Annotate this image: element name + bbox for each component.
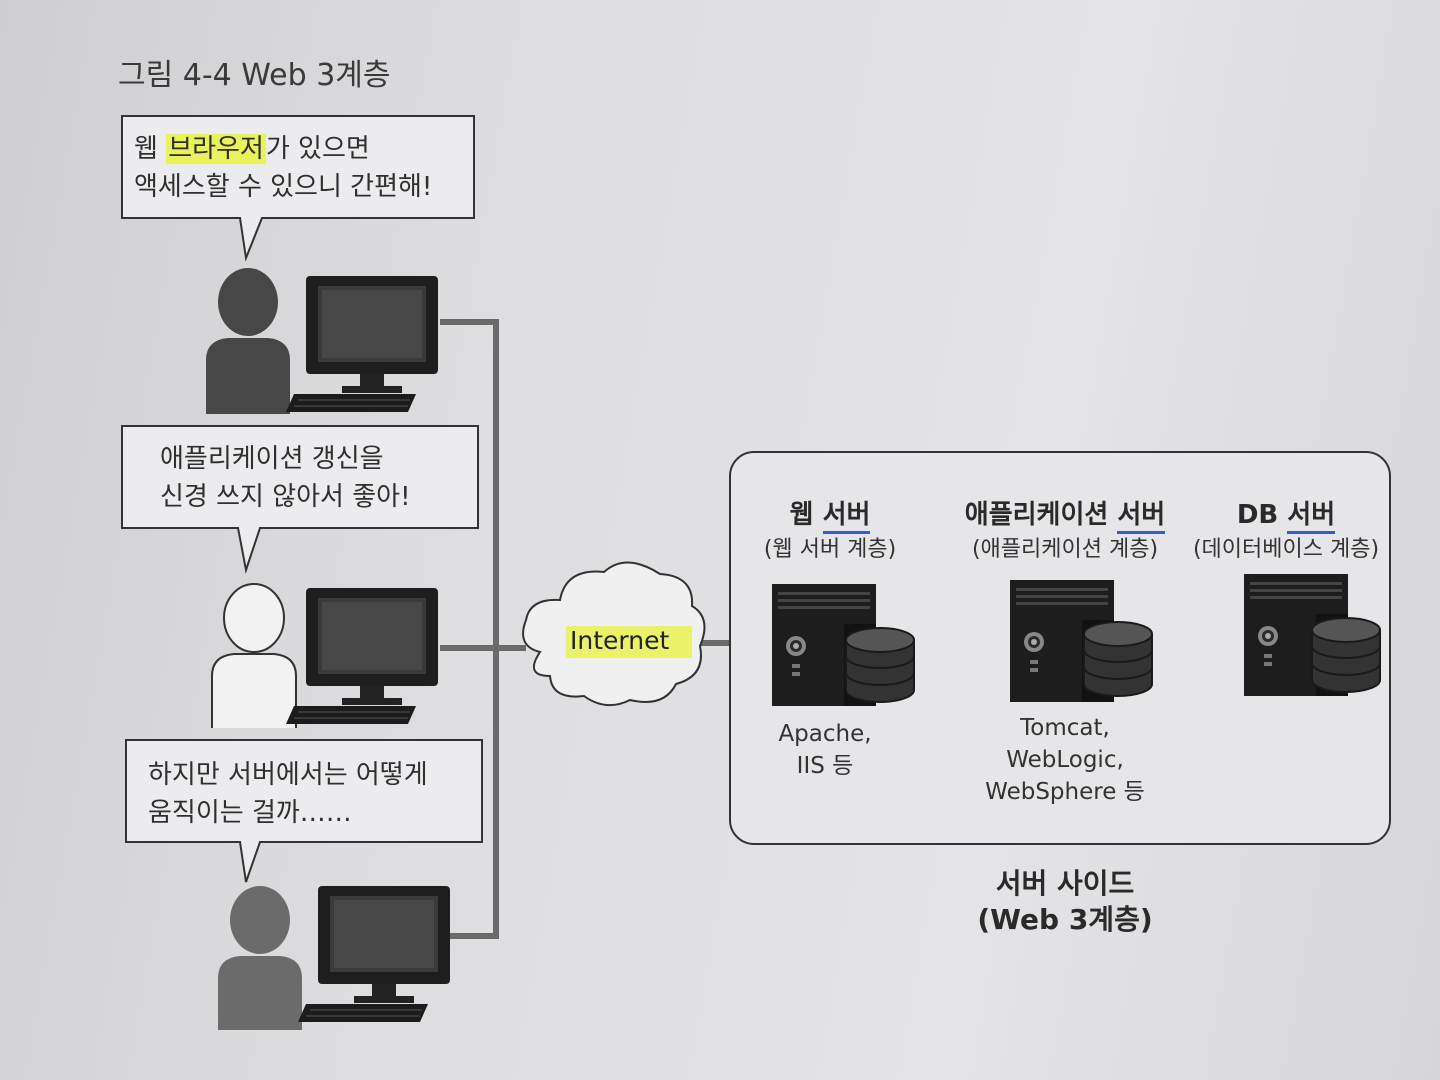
figure-caption: 그림 4-4 Web 3계층 — [118, 58, 391, 93]
bubble-3-line-2: 움직이는 걸까…… — [148, 798, 352, 828]
web-server-subtitle: (웹 서버 계층) — [763, 537, 897, 562]
user-3-icon — [218, 886, 302, 1030]
internet-label: Internet — [570, 626, 670, 655]
computer-3-icon — [297, 885, 451, 1023]
web-server-note-1: Apache, — [778, 721, 872, 747]
web-server-title: 웹 서버 — [740, 494, 920, 534]
bubble-1-line-1: 웹 브라우저가 있으면 — [134, 130, 432, 168]
web-server-title-b: 서버 — [822, 500, 871, 534]
application-server-title-b: 서버 — [1117, 500, 1166, 534]
application-server-note-1: Tomcat, — [1020, 715, 1110, 741]
db-server-title: DB 서버 — [1186, 494, 1386, 534]
web-server-note: Apache, IIS 등 — [750, 718, 900, 782]
computer-1-icon — [285, 275, 439, 413]
internet-cloud-icon — [522, 561, 706, 707]
db-server-header: DB 서버 (데이터베이스 계층) — [1186, 494, 1386, 563]
bubble-1-suffix: 가 있으면 — [265, 134, 370, 164]
application-server-note: Tomcat, WebLogic, WebSphere 등 — [960, 712, 1170, 808]
user-2-icon — [211, 583, 297, 728]
bubble-2-text: 애플리케이션 갱신을 신경 쓰지 않아서 좋아! — [160, 440, 411, 516]
bubble-3-text: 하지만 서버에서는 어떻게 움직이는 걸까…… — [148, 756, 428, 832]
web-server-header: 웹 서버 (웹 서버 계층) — [740, 494, 920, 563]
bubble-1-text: 웹 브라우저가 있으면 액세스할 수 있으니 간편해! — [134, 130, 432, 206]
server-side-line-1: 서버 사이드 — [995, 867, 1135, 900]
bubble-1-highlight: 브라우저 — [166, 134, 266, 164]
application-server-title-a: 애플리케이션 — [964, 500, 1118, 530]
speech-bubble-3 — [125, 739, 483, 883]
server-side-label: 서버 사이드 (Web 3계층) — [960, 866, 1170, 938]
user-1-icon — [206, 268, 290, 414]
application-server-header: 애플리케이션 서버 (애플리케이션 계층) — [950, 494, 1180, 563]
bubble-2-line-2: 신경 쓰지 않아서 좋아! — [160, 482, 411, 512]
application-server-note-3: WebSphere 등 — [985, 779, 1145, 805]
server-side-line-2: (Web 3계층) — [977, 903, 1153, 936]
application-server-note-2: WebLogic, — [1006, 747, 1124, 773]
db-server-title-a: DB — [1236, 500, 1288, 530]
web-server-title-a: 웹 — [789, 500, 823, 530]
bubble-2-line-1: 애플리케이션 갱신을 — [160, 444, 384, 474]
speech-bubble-2 — [121, 425, 479, 574]
application-server-subtitle: (애플리케이션 계층) — [971, 537, 1159, 562]
db-server-subtitle: (데이터베이스 계층) — [1192, 537, 1380, 562]
bubble-1-prefix: 웹 — [134, 134, 167, 164]
bubble-1-line-2: 액세스할 수 있으니 간편해! — [134, 172, 433, 202]
db-server-title-b: 서버 — [1287, 500, 1336, 534]
web-server-note-2: IIS 등 — [796, 753, 854, 779]
computer-2-icon — [285, 587, 439, 725]
application-server-title: 애플리케이션 서버 — [950, 494, 1180, 534]
bubble-3-line-1: 하지만 서버에서는 어떻게 — [148, 760, 428, 790]
